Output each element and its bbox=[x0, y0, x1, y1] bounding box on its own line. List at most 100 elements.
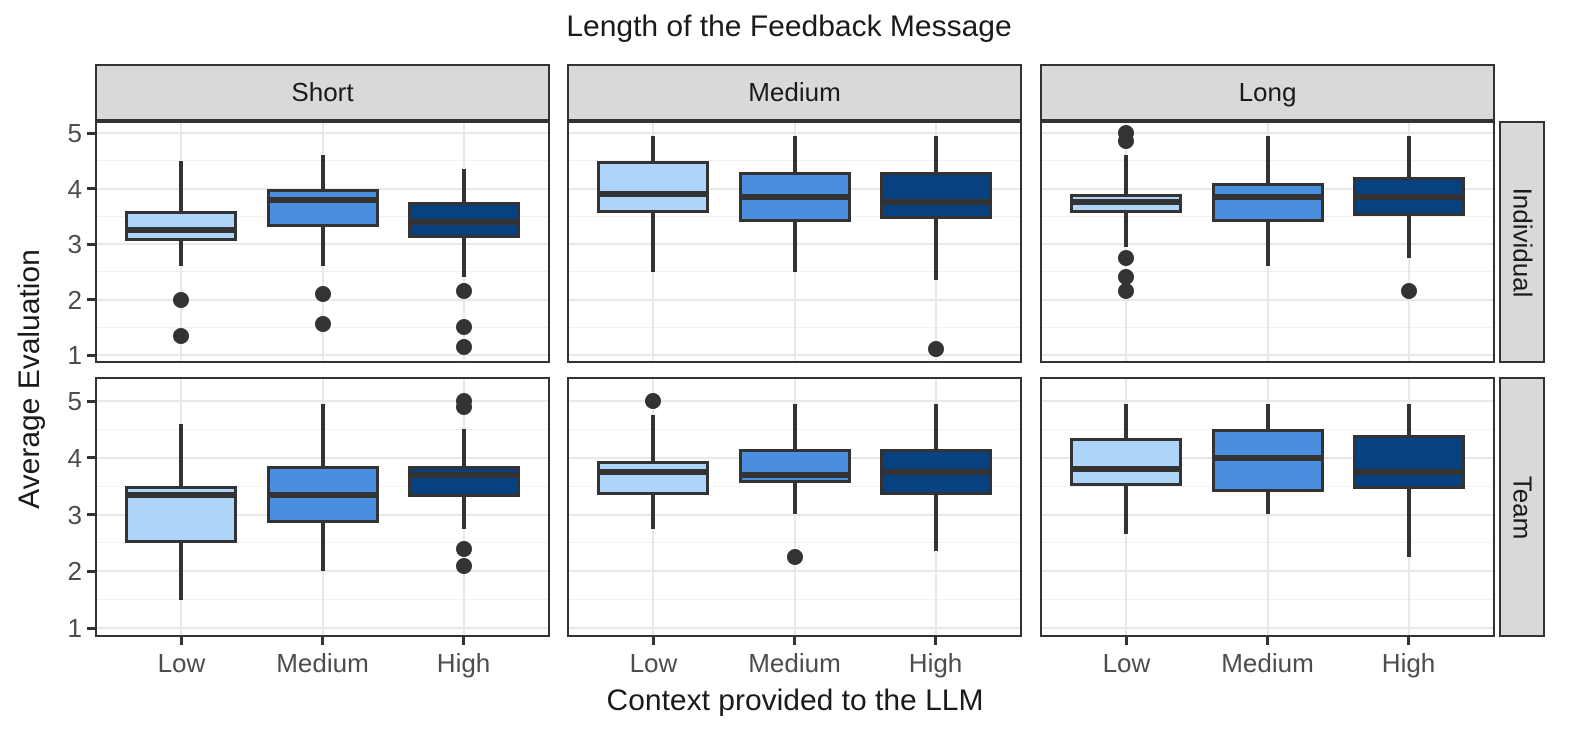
outlier-point bbox=[1118, 269, 1135, 286]
outlier-point bbox=[455, 557, 472, 574]
outlier-point bbox=[645, 393, 662, 409]
x-tick-label: Medium bbox=[748, 648, 841, 678]
median-line-high bbox=[407, 218, 520, 225]
x-axis-tick bbox=[793, 637, 796, 645]
y-axis-tick bbox=[87, 513, 95, 516]
x-tick-label: Low bbox=[629, 648, 678, 678]
y-axis-tick bbox=[87, 569, 95, 573]
median-line-high bbox=[879, 468, 992, 475]
x-tick-label: Low bbox=[157, 648, 206, 678]
facet-panel-individual-short bbox=[95, 121, 550, 363]
y-tick-label: 3 bbox=[67, 229, 82, 259]
x-tick-label: High bbox=[436, 648, 491, 678]
x-axis-tick bbox=[1124, 637, 1128, 645]
median-line-high bbox=[407, 471, 520, 478]
y-axis-tick bbox=[87, 399, 95, 403]
boxplot-box-low bbox=[597, 160, 710, 214]
median-line-high bbox=[1352, 193, 1465, 200]
y-tick-label: 4 bbox=[67, 442, 82, 473]
outlier-point bbox=[455, 398, 472, 415]
facet-strip-column-short: Short bbox=[95, 64, 550, 121]
outlier-point bbox=[455, 338, 472, 355]
outlier-point bbox=[1400, 283, 1417, 300]
facet-panel-individual-medium bbox=[567, 121, 1022, 363]
boxplot-box-high bbox=[1352, 435, 1465, 489]
x-axis-title: Context provided to the LLM bbox=[606, 684, 984, 717]
y-axis-title: Average Evaluation bbox=[13, 249, 46, 509]
y-axis-tick bbox=[87, 187, 95, 190]
outlier-point bbox=[173, 291, 190, 308]
y-tick-label: 5 bbox=[67, 386, 82, 416]
y-tick-label: 2 bbox=[67, 284, 82, 315]
boxplot-box-medium bbox=[1211, 182, 1324, 222]
boxplot-box-low bbox=[1070, 437, 1183, 487]
median-line-medium bbox=[266, 491, 379, 498]
outlier-point bbox=[1118, 133, 1135, 150]
x-axis-tick bbox=[1407, 637, 1411, 645]
x-axis-tick bbox=[651, 637, 655, 645]
x-tick-label: Medium bbox=[1221, 648, 1314, 678]
facet-strip-label: Individual bbox=[1507, 187, 1538, 297]
x-axis-tick bbox=[179, 637, 183, 645]
facet-strip-row-individual: Individual bbox=[1499, 121, 1545, 363]
x-axis-tick bbox=[1266, 637, 1269, 645]
median-line-low bbox=[125, 227, 238, 234]
y-tick-label: 3 bbox=[67, 499, 82, 530]
median-line-medium bbox=[1211, 193, 1324, 200]
median-line-medium bbox=[738, 193, 851, 200]
boxplot-box-high bbox=[879, 171, 992, 220]
outlier-point bbox=[455, 283, 472, 300]
outlier-point bbox=[1118, 283, 1135, 300]
x-axis-tick bbox=[462, 637, 466, 645]
y-tick-label: 4 bbox=[67, 173, 82, 204]
median-line-medium bbox=[1211, 454, 1324, 461]
facet-strip-column-medium: Medium bbox=[567, 64, 1022, 121]
outlier-point bbox=[314, 316, 331, 333]
x-tick-label: High bbox=[1381, 648, 1436, 678]
chart-title: Length of the Feedback Message bbox=[566, 10, 1012, 43]
y-axis-tick bbox=[87, 242, 95, 246]
median-line-high bbox=[879, 199, 992, 206]
y-tick-label: 2 bbox=[67, 556, 82, 587]
median-line-high bbox=[1352, 468, 1465, 475]
boxplot-box-medium bbox=[738, 449, 851, 484]
x-tick-label: Low bbox=[1102, 648, 1151, 678]
outlier-point bbox=[1118, 249, 1135, 266]
facet-panel-team-short bbox=[95, 377, 550, 637]
y-tick-label: 1 bbox=[67, 340, 82, 370]
boxplot-box-medium bbox=[266, 188, 379, 228]
outlier-point bbox=[455, 319, 472, 336]
x-axis-tick bbox=[934, 637, 938, 645]
outlier-point bbox=[927, 341, 944, 358]
y-axis-tick bbox=[87, 456, 95, 460]
boxplot-box-low bbox=[597, 460, 710, 495]
median-line-medium bbox=[266, 196, 379, 203]
median-line-medium bbox=[738, 471, 851, 478]
boxplot-box-high bbox=[407, 466, 520, 498]
x-tick-label: High bbox=[908, 648, 963, 678]
facet-strip-label: Team bbox=[1507, 475, 1538, 539]
outlier-point bbox=[786, 549, 803, 566]
y-axis-tick bbox=[87, 131, 95, 135]
facet-strip-label: Medium bbox=[748, 77, 841, 107]
median-line-low bbox=[597, 468, 710, 475]
y-axis-tick bbox=[87, 626, 95, 630]
facet-panel-individual-long bbox=[1040, 121, 1495, 363]
outlier-point bbox=[455, 540, 472, 557]
facet-strip-label: Short bbox=[291, 77, 354, 107]
y-tick-label: 5 bbox=[67, 118, 82, 148]
median-line-low bbox=[125, 491, 238, 498]
facet-strip-column-long: Long bbox=[1040, 64, 1495, 121]
y-tick-label: 1 bbox=[67, 613, 82, 643]
x-tick-label: Medium bbox=[276, 648, 369, 678]
facet-panel-team-long bbox=[1040, 377, 1495, 637]
median-line-low bbox=[1070, 199, 1183, 206]
outlier-point bbox=[173, 327, 190, 344]
y-axis-tick bbox=[87, 353, 95, 357]
outlier-point bbox=[314, 285, 331, 302]
median-line-low bbox=[597, 191, 710, 198]
y-axis-tick bbox=[87, 298, 95, 301]
facet-panel-team-medium bbox=[567, 377, 1022, 637]
boxplot-box-low bbox=[125, 210, 238, 242]
